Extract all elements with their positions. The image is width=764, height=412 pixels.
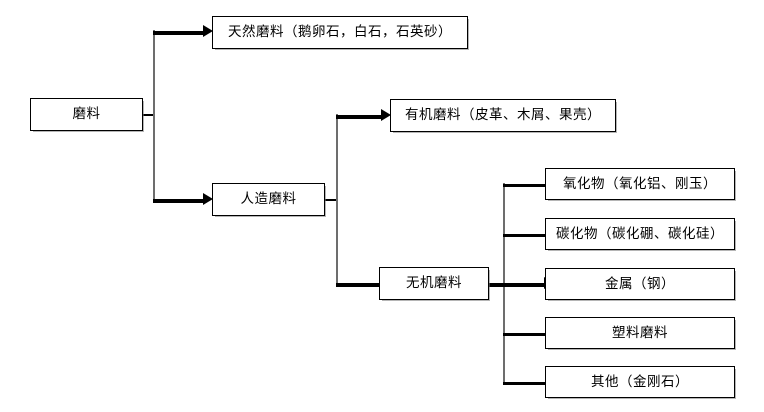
node-root-abrasive-label: 磨料: [72, 106, 101, 122]
node-plastic[interactable]: 塑料磨料: [545, 317, 735, 349]
node-carbide[interactable]: 碳化物（碳化硼、碳化硅）: [545, 218, 735, 250]
node-root-abrasive[interactable]: 磨料: [30, 98, 143, 131]
node-metal[interactable]: 金属（钢）: [545, 268, 735, 300]
connector-inorganic-stub: [489, 283, 505, 287]
node-natural-abrasive-label: 天然磨料（鹅卵石，白石，石英砂）: [228, 24, 452, 40]
node-metal-label: 金属（钢）: [605, 275, 675, 291]
connector-trunk-level1: [153, 30, 155, 201]
node-plastic-label: 塑料磨料: [612, 324, 668, 340]
node-organic-abrasive-label: 有机磨料（皮革、木屑、果壳）: [405, 107, 601, 123]
node-oxide[interactable]: 氧化物（氧化铝、刚玉）: [545, 168, 735, 200]
node-inorganic-abrasive[interactable]: 无机磨料: [379, 267, 489, 300]
node-natural-abrasive[interactable]: 天然磨料（鹅卵石，白石，石英砂）: [212, 16, 468, 49]
node-other[interactable]: 其他（金刚石）: [545, 366, 735, 398]
node-carbide-label: 碳化物（碳化硼、碳化硅）: [556, 225, 724, 241]
node-inorganic-abrasive-label: 无机磨料: [406, 275, 462, 291]
node-organic-abrasive[interactable]: 有机磨料（皮革、木屑、果壳）: [390, 99, 616, 132]
node-artificial-abrasive-label: 人造磨料: [240, 191, 297, 207]
node-oxide-label: 氧化物（氧化铝、刚玉）: [563, 175, 717, 191]
connector-root-stub: [143, 114, 155, 116]
connector-artificial-stub: [325, 199, 337, 201]
node-artificial-abrasive[interactable]: 人造磨料: [212, 183, 325, 216]
node-other-label: 其他（金刚石）: [591, 373, 689, 389]
connector-trunk-level2: [336, 114, 338, 284]
